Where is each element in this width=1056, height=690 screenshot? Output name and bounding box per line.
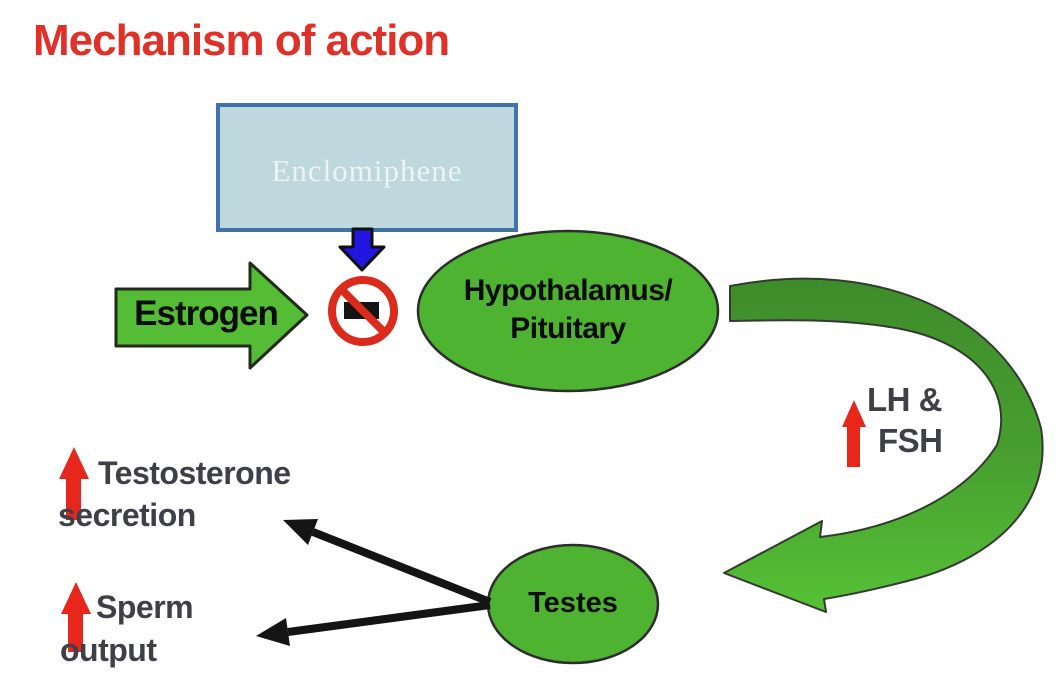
up-arrow-testosterone bbox=[59, 447, 89, 520]
enclomiphene-box: Enclomiphene bbox=[216, 103, 518, 232]
testosterone-line1: Testosterone bbox=[98, 455, 291, 491]
lh-fsh-label: LH & FSH bbox=[867, 379, 943, 461]
hypothalamus-line2: Pituitary bbox=[510, 312, 626, 345]
sperm-line2: output bbox=[60, 632, 157, 668]
prohibition-slash bbox=[338, 286, 388, 336]
curved-arrow bbox=[723, 277, 1044, 613]
enclomiphene-inhibit-arrow bbox=[338, 227, 386, 272]
prohibition-icon bbox=[328, 276, 398, 346]
hypothalamus-ellipse bbox=[416, 229, 720, 393]
up-arrow-lhfsh bbox=[842, 400, 866, 467]
hypothalamus-line1: Hypothalamus/ bbox=[463, 274, 673, 307]
arrow-to-sperm bbox=[256, 601, 491, 646]
lh-line: LH & bbox=[867, 381, 942, 418]
testes-label: Testes bbox=[528, 587, 618, 619]
enclomiphene-label: Enclomiphene bbox=[271, 152, 463, 188]
estrogen-label: Estrogen bbox=[134, 294, 279, 333]
fsh-line: FSH bbox=[878, 422, 943, 459]
estrogen-arrow bbox=[114, 261, 309, 370]
sperm-output-label: Sperm output bbox=[60, 586, 194, 672]
up-arrow-sperm bbox=[61, 582, 91, 652]
page-title: Mechanism of action bbox=[33, 16, 450, 65]
arrow-to-testosterone bbox=[283, 519, 492, 606]
sperm-line1: Sperm bbox=[96, 589, 194, 625]
testosterone-line2: secretion bbox=[58, 497, 196, 533]
prohibition-circle bbox=[328, 276, 398, 346]
hypothalamus-label: Hypothalamus/ Pituitary bbox=[418, 272, 718, 348]
testosterone-secretion-label: Testosterone secretion bbox=[58, 452, 291, 536]
